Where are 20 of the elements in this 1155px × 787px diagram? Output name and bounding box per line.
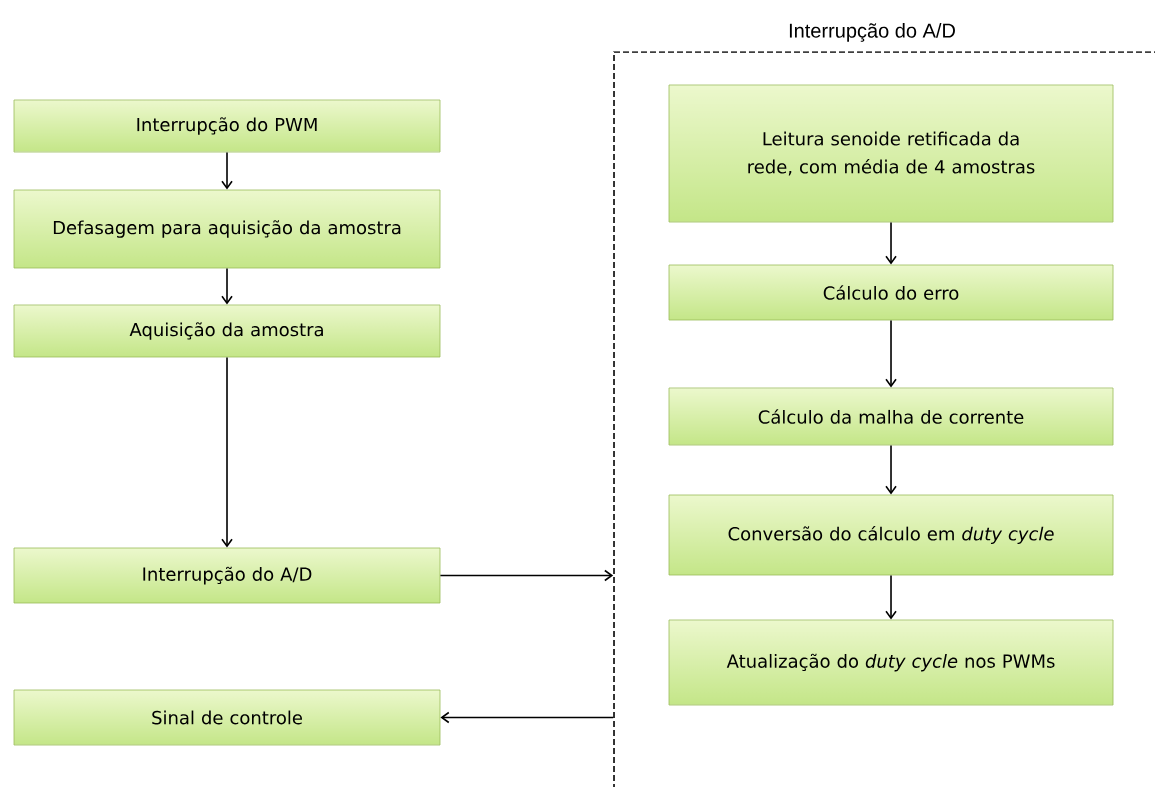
process-box: Cálculo do erro [668, 264, 1114, 321]
arrow [439, 569, 614, 582]
group-title: Interrupção do A/D [789, 23, 955, 42]
arrow [885, 319, 897, 388]
process-box: Aquisição da amostra [13, 304, 441, 358]
arrow [221, 151, 233, 190]
process-box: Leitura senoide retificada da rede, com média de 4 amostras [668, 84, 1114, 223]
process-box: Conversão do cálculo em duty cycle [668, 494, 1114, 576]
process-box: Sinal de controle [13, 689, 441, 746]
arrow [221, 356, 233, 548]
arrow [221, 267, 233, 305]
process-box: Defasagem para aquisição da amostra [13, 189, 441, 269]
arrow [885, 444, 897, 495]
arrow [885, 221, 897, 265]
process-box: Cálculo da malha de corrente [668, 387, 1114, 446]
arrow [885, 574, 897, 620]
process-box: Interrupção do PWM [13, 99, 441, 153]
process-box: Interrupção do A/D [13, 547, 441, 604]
arrow [440, 711, 614, 724]
process-box: Atualização do duty cycle nos PWMs [668, 619, 1114, 706]
